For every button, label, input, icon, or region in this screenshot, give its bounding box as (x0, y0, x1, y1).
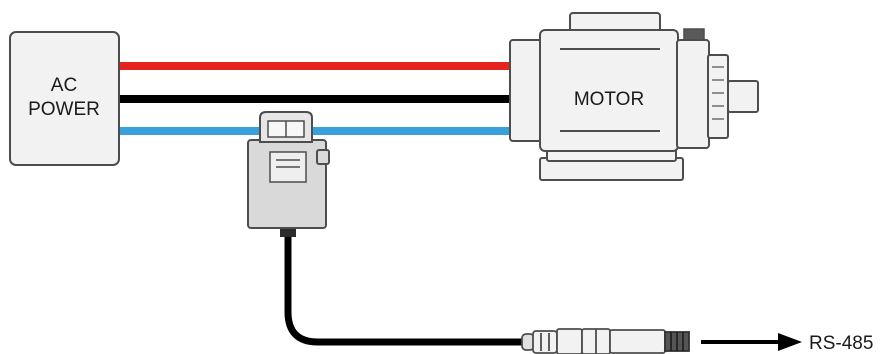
arrow-right-icon (701, 333, 802, 351)
connector-grip-1 (532, 330, 558, 354)
ac-power-label-line1: AC (51, 75, 77, 96)
connector-grip-2 (556, 328, 583, 354)
motor-shaft (727, 80, 759, 113)
ac-power-box: AC POWER (9, 31, 120, 166)
sensor-clip (316, 149, 330, 165)
motor-terminal (683, 28, 705, 41)
rs485-label: RS-485 (809, 333, 873, 354)
signal-cable (284, 228, 525, 346)
power-wires (118, 62, 512, 135)
connector-body (609, 329, 666, 354)
motor-front-bracket (676, 39, 710, 149)
motor-label: MOTOR (574, 89, 644, 110)
motor-flange-ribs (712, 66, 724, 120)
ac-power-label-line2: POWER (28, 99, 100, 120)
connector-icon (521, 328, 690, 354)
current-sensor-icon (247, 111, 330, 237)
motor: MOTOR (509, 12, 759, 181)
